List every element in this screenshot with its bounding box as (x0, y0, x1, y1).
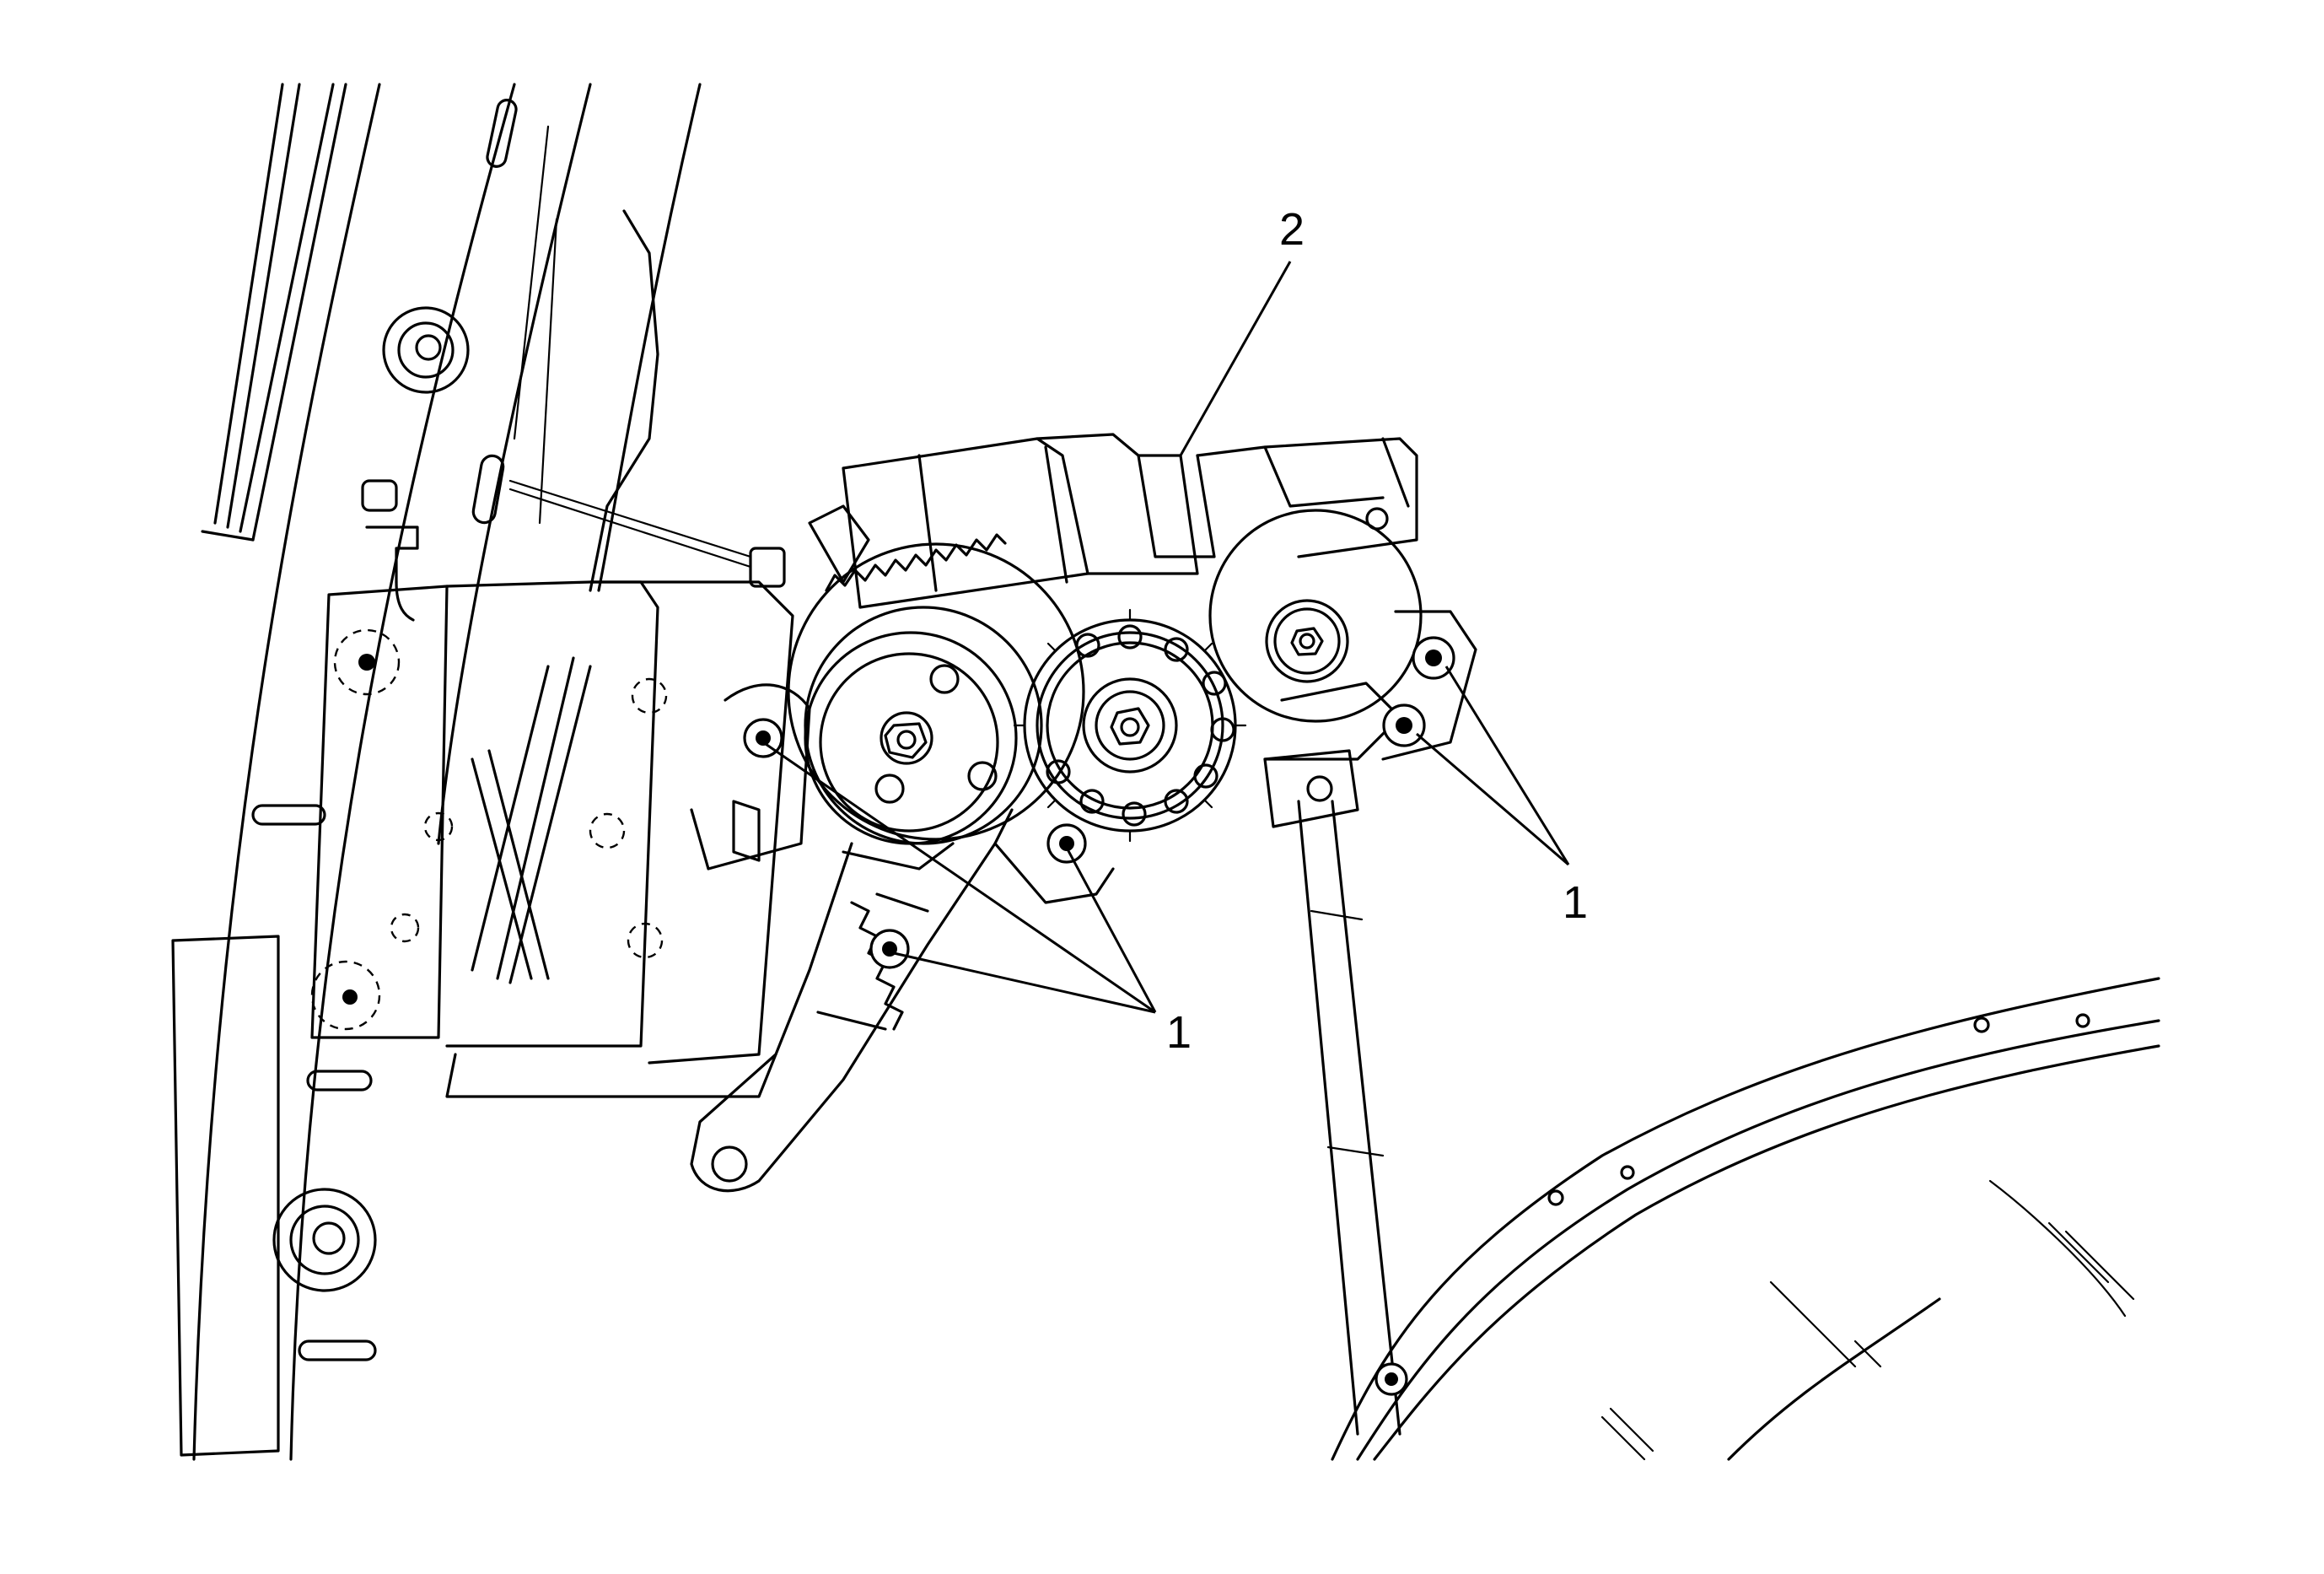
intermediate-gear (1013, 608, 1247, 843)
mounting-plate (310, 580, 794, 1098)
mounting-bolts (690, 610, 1477, 969)
regulator-motor (808, 433, 1418, 609)
regulator-sector-arm (690, 808, 1115, 1193)
leader-1-center-c (893, 951, 1156, 1014)
motor-cable (508, 479, 786, 588)
callout-leaders (762, 261, 1570, 1014)
callout-label-1-right: 1 (1563, 877, 1588, 928)
guide-rail (1263, 749, 1401, 1436)
leader-2 (1179, 261, 1292, 456)
leader-1-right-b (1416, 732, 1569, 866)
callout-label-1-center: 1 (1166, 1007, 1192, 1058)
door-frame-pillar (171, 83, 702, 1461)
lower-door-skin (1331, 977, 2160, 1461)
leader-1-center-a (762, 741, 1156, 1014)
pinion-gear (1208, 509, 1423, 761)
leader-1-center-b (1065, 847, 1157, 1013)
drive-drum-gear (787, 533, 1085, 845)
leader-1-right-a (1444, 666, 1570, 865)
callout-label-2: 2 (1279, 204, 1305, 255)
